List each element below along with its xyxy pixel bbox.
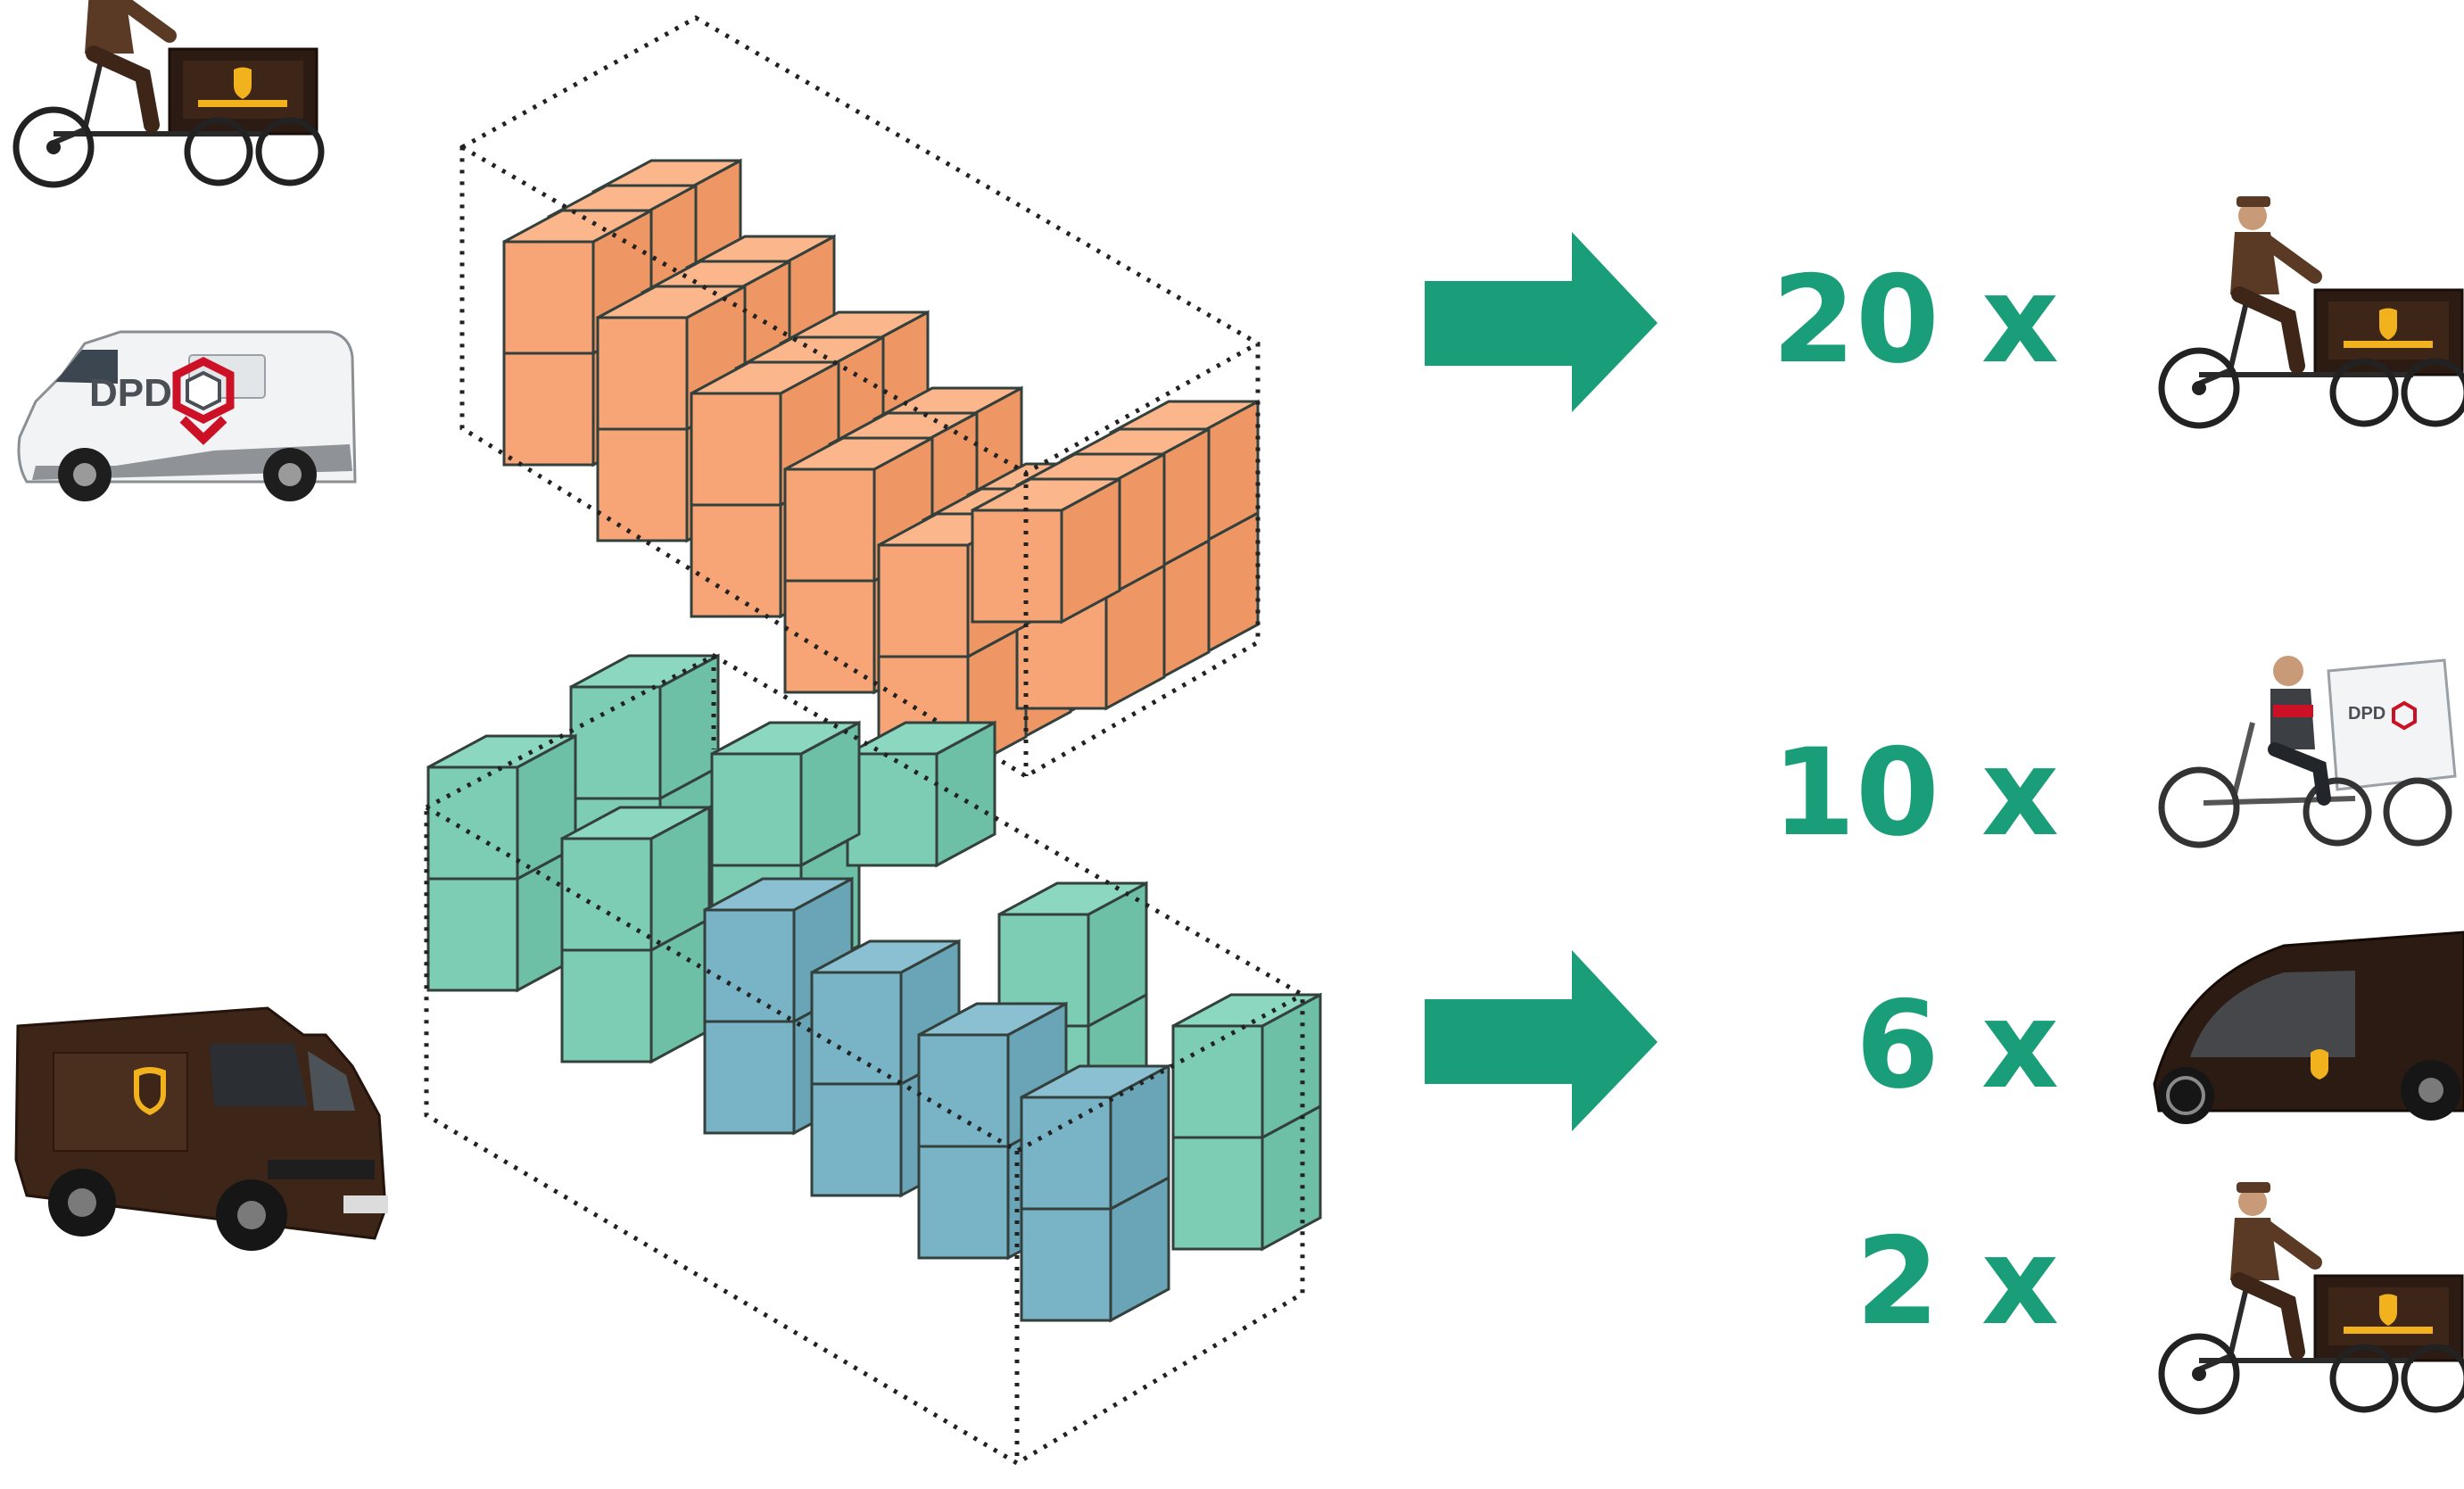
dpd-logo-text: DPD [89,371,172,415]
right-arrow-icon [1425,950,1658,1131]
ups-cargo-bike [2162,1182,2464,1411]
count-label: 2 x [1856,1212,2059,1352]
right-arrow-icon [1425,232,1658,412]
dpd-van: DPD [19,332,355,501]
orange-parcel-stack [462,18,1258,776]
count-label: 10 x [1772,723,2059,863]
ups-truck [16,1008,388,1251]
mixed-parcel-stack [426,656,1320,1463]
ups-enclosed-cargo-bike [2154,932,2464,1124]
count-label: 6 x [1856,975,2059,1115]
ups-cargo-bike [2162,196,2464,426]
dpd-logo-text: DPD [2348,704,2385,724]
dpd-cargo-bike: DPD [2162,656,2455,845]
count-label: 20 x [1772,250,2059,390]
